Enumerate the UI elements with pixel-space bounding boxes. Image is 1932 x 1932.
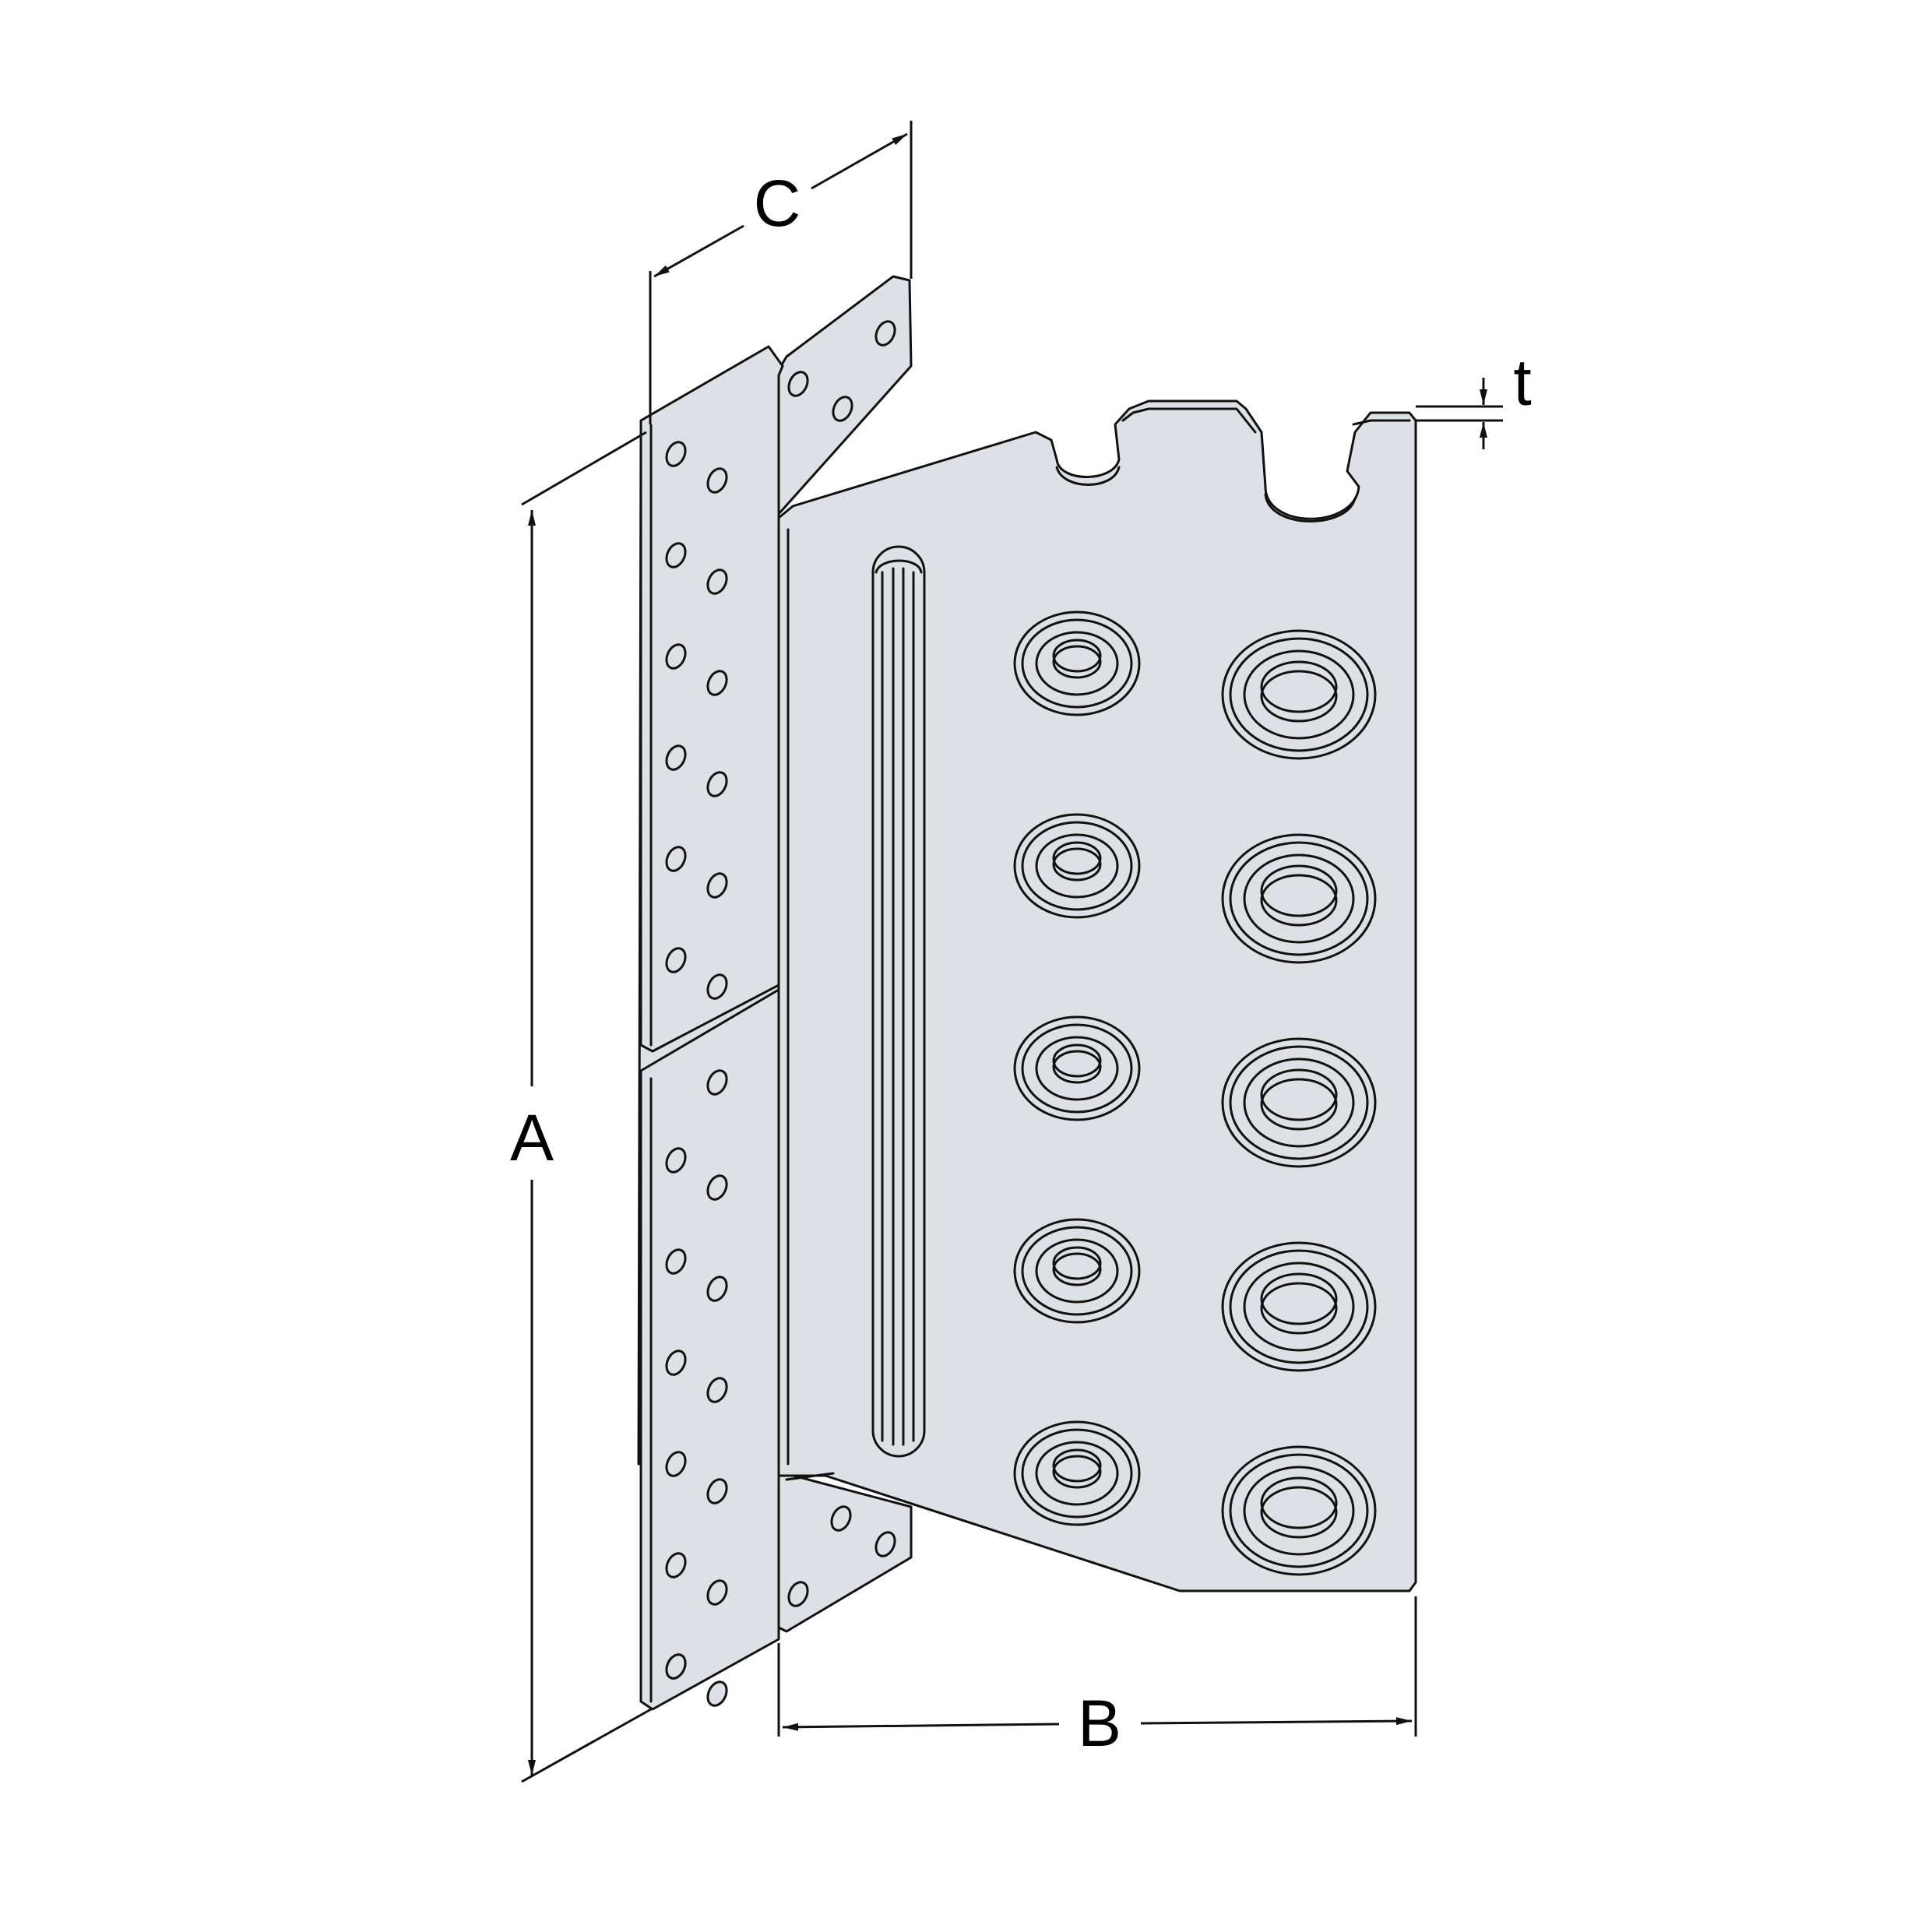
dimple-hole-edge — [1260, 1486, 1338, 1539]
nail-hole — [706, 1478, 728, 1504]
dimple-ring — [1229, 1045, 1369, 1160]
dimple-hole-edge — [1052, 847, 1102, 882]
dimple-ring — [1229, 1453, 1369, 1568]
dimple-hole — [1052, 841, 1102, 875]
nail-hole — [665, 441, 687, 467]
nail-hole — [665, 744, 687, 771]
dimple-hole — [1260, 660, 1338, 713]
upper-left-flange — [639, 345, 784, 1053]
dimple-ring — [1021, 1428, 1133, 1519]
nail-hole — [665, 1147, 687, 1174]
nail-hole — [830, 1505, 852, 1532]
nail-hole — [832, 396, 853, 422]
dimple-ring — [1243, 1057, 1355, 1148]
dimple-hole-edge — [1052, 1252, 1102, 1286]
nail-hole — [706, 670, 728, 696]
dimension-c: C — [649, 121, 913, 424]
nail-hole — [706, 568, 728, 595]
dimple-hole — [1260, 1272, 1338, 1325]
dimple-hole-edge — [1260, 874, 1338, 927]
dimple-ring — [1229, 637, 1369, 752]
dimple-ring — [1035, 833, 1119, 899]
dimple-hole — [1260, 1068, 1338, 1121]
nail-hole — [706, 1377, 728, 1403]
dimension-t-label: t — [1513, 346, 1531, 419]
dimple-hole-edge — [1052, 645, 1102, 679]
nail-hole — [665, 1451, 687, 1477]
dimple-ring — [1243, 853, 1355, 944]
nail-hole — [787, 1581, 809, 1607]
nail-hole — [665, 1350, 687, 1376]
dimple-ring — [1243, 1262, 1355, 1352]
nail-hole — [665, 643, 687, 670]
dimple-hole — [1052, 1043, 1102, 1078]
nail-hole — [706, 1069, 728, 1096]
nail-hole — [787, 371, 809, 397]
nail-hole — [665, 542, 687, 568]
nail-holes — [665, 320, 896, 1707]
dimple-hole — [1260, 1476, 1338, 1529]
dimple-ring — [1021, 821, 1133, 911]
dimple-hole-edge — [1260, 1078, 1338, 1131]
dimple-hole — [1052, 1448, 1102, 1483]
nail-hole — [665, 1248, 687, 1275]
dimple-hole-edge — [1052, 1455, 1102, 1489]
dimension-c-label: C — [754, 167, 801, 240]
dimple-ring — [1035, 1036, 1119, 1101]
dimension-t: t — [1416, 346, 1532, 449]
dimple-ring — [1021, 1023, 1133, 1114]
nail-hole — [706, 872, 728, 899]
dimple-ring — [1021, 1226, 1133, 1316]
nail-hole — [665, 947, 687, 973]
dimple-hole-edge — [1260, 1282, 1338, 1335]
dimple-ring — [1243, 1466, 1355, 1556]
nail-hole — [706, 973, 728, 1000]
dimension-b-label: B — [1078, 1687, 1121, 1760]
dimple-ring — [1035, 1238, 1119, 1304]
dimple-ring — [1035, 1441, 1119, 1506]
dimple-hole — [1052, 639, 1102, 673]
nail-hole — [706, 1579, 728, 1606]
dimple-ring — [1229, 1249, 1369, 1364]
nail-hole — [706, 1276, 728, 1302]
nail-hole — [665, 846, 687, 872]
dimple-hole-edge — [1052, 1050, 1102, 1084]
nail-hole — [706, 467, 728, 494]
dimple-hole — [1052, 1246, 1102, 1280]
dimpled-holes — [1013, 611, 1377, 1576]
nail-hole — [875, 1531, 896, 1557]
dimension-a-label: A — [510, 1101, 554, 1174]
nail-hole — [706, 1174, 728, 1201]
nail-hole — [665, 1653, 687, 1680]
dimple-hole-edge — [1260, 670, 1338, 723]
dimension-a: A — [510, 431, 652, 1783]
nail-hole — [706, 1680, 728, 1707]
dimple-ring — [1229, 841, 1369, 956]
dimple-hole — [1260, 864, 1338, 917]
nail-hole — [665, 1552, 687, 1578]
stiffening-rib — [871, 545, 926, 1458]
dimple-ring — [1243, 649, 1355, 740]
dimple-ring — [1021, 618, 1133, 709]
nail-hole — [875, 320, 896, 347]
dimple-ring — [1035, 631, 1119, 696]
nail-hole — [706, 771, 728, 797]
dimension-b: B — [777, 1596, 1417, 1760]
